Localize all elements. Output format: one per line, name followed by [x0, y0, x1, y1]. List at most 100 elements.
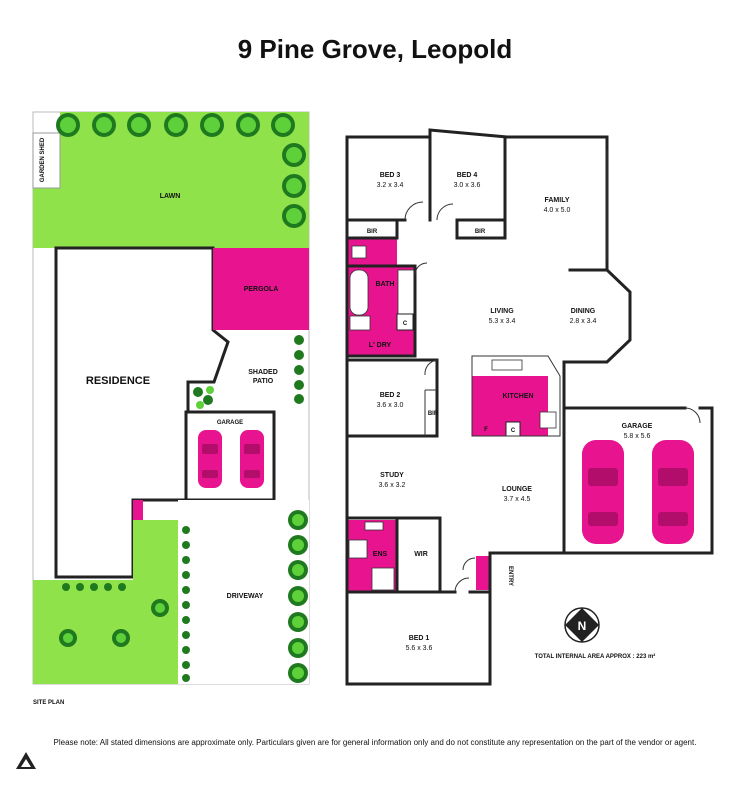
ldry-label: L' DRY [369, 342, 392, 349]
garden-shed [32, 132, 61, 189]
tree-icon [288, 586, 308, 606]
site-plan-label: SITE PLAN [33, 700, 64, 706]
pergola [213, 248, 309, 330]
kitchen-label: KITCHEN [502, 393, 533, 400]
tree-icon [236, 113, 260, 137]
wall-bir2 [455, 218, 507, 240]
bed4-dims: 3.0 x 3.6 [454, 182, 481, 189]
bed1-dims: 5.6 x 3.6 [406, 645, 433, 652]
shrub-cluster [193, 386, 214, 409]
laundry-cupboard [396, 313, 414, 331]
page-title: 9 Pine Grove, Leopold [238, 34, 513, 64]
door-bed2 [424, 359, 438, 376]
entry-label: ENTRY [507, 566, 513, 586]
c1-label: C [403, 321, 408, 327]
wall-bir1 [345, 218, 399, 240]
lounge-dims: 3.7 x 4.5 [504, 496, 531, 503]
tree-icon [271, 113, 295, 137]
family-label: FAMILY [544, 197, 569, 204]
living-label: LIVING [490, 308, 514, 315]
car-icon [240, 430, 264, 488]
tree-icon [56, 113, 80, 137]
tree-icon [164, 113, 188, 137]
study-label: STUDY [380, 472, 404, 479]
door-bath [414, 262, 428, 276]
shaded-patio-label-1: SHADED [248, 369, 278, 376]
tree-icon [59, 629, 77, 647]
bed2-label: BED 2 [380, 392, 401, 399]
bathtub [349, 269, 369, 316]
ensuite-toilet [348, 539, 368, 559]
laundry-tub [349, 315, 371, 331]
tree-icon [282, 204, 306, 228]
compass-north-icon: N [564, 607, 600, 643]
lawn-area [33, 112, 309, 248]
family-dims: 4.0 x 5.0 [544, 207, 571, 214]
driveway [178, 500, 309, 684]
cooktop [539, 411, 557, 429]
door-bed3 [404, 201, 424, 221]
dining-label: DINING [571, 308, 596, 315]
lounge-label: LOUNGE [502, 486, 532, 493]
tree-icon [151, 599, 169, 617]
tree-icon [92, 113, 116, 137]
garage-label: GARAGE [622, 423, 653, 430]
bed3-label: BED 3 [380, 172, 401, 179]
toilet [351, 245, 367, 259]
total-area: TOTAL INTERNAL AREA APPROX : 223 m² [535, 653, 656, 660]
wall-bir3 [424, 389, 437, 436]
shaded-patio-label-2: PATIO [253, 378, 274, 385]
study-dims: 3.6 x 3.2 [379, 482, 406, 489]
car-icon [582, 440, 624, 544]
door-garage [684, 407, 701, 424]
living-dims: 5.3 x 3.4 [489, 318, 516, 325]
bir1-label: BIR [367, 229, 378, 235]
bir2-label: BIR [475, 229, 486, 235]
door-entry [462, 557, 476, 571]
ens-label: ENS [373, 551, 388, 558]
disclaimer: Please note: All stated dimensions are a… [54, 738, 697, 747]
tree-icon [288, 612, 308, 632]
bed2-dims: 3.6 x 3.0 [377, 402, 404, 409]
shower [397, 269, 415, 316]
wall-bed2 [345, 358, 439, 438]
site-entry-marker [133, 500, 143, 520]
bed1-label: BED 1 [409, 635, 430, 642]
kitchen-bench [471, 355, 561, 437]
tree-icon [288, 663, 308, 683]
wall-bath-ldry [345, 264, 417, 358]
c2-label: C [511, 428, 516, 434]
pergola-label: PERGOLA [244, 286, 279, 293]
garage-dims: 5.8 x 5.6 [624, 433, 651, 440]
tree-icon [288, 638, 308, 658]
kitchen-sink [491, 359, 523, 371]
outer-wall [345, 128, 632, 686]
bir3-label: BIR [428, 411, 439, 417]
logo-triangle-icon [16, 752, 36, 769]
tree-icon [282, 174, 306, 198]
tree-icon [288, 560, 308, 580]
garage-wall [562, 406, 714, 555]
ensuite-vanity [364, 521, 384, 531]
floor-plan: BED 3 3.2 x 3.4 BED 4 3.0 x 3.6 FAMILY 4… [345, 128, 714, 686]
site-plan: GARDEN SHED LAWN RESIDENCE PERGOLA SHADE… [32, 111, 310, 706]
residence-label: RESIDENCE [86, 375, 150, 387]
bath-label: BATH [376, 281, 395, 288]
driveway-label: DRIVEWAY [227, 593, 264, 600]
lawn-label: LAWN [160, 193, 181, 200]
tree-icon [127, 113, 151, 137]
tree-icon [200, 113, 224, 137]
car-icon [198, 430, 222, 488]
dining-dims: 2.8 x 3.4 [570, 318, 597, 325]
bed3-dims: 3.2 x 3.4 [377, 182, 404, 189]
compass-label: N [578, 619, 587, 633]
tree-icon [112, 629, 130, 647]
site-garage-label: GARAGE [217, 420, 243, 426]
door-bed1 [454, 577, 470, 593]
ensuite-shower [371, 567, 395, 591]
door-bed4 [436, 203, 454, 221]
tree-icon [288, 510, 308, 530]
tree-icon [288, 535, 308, 555]
entry-zone [476, 556, 490, 590]
